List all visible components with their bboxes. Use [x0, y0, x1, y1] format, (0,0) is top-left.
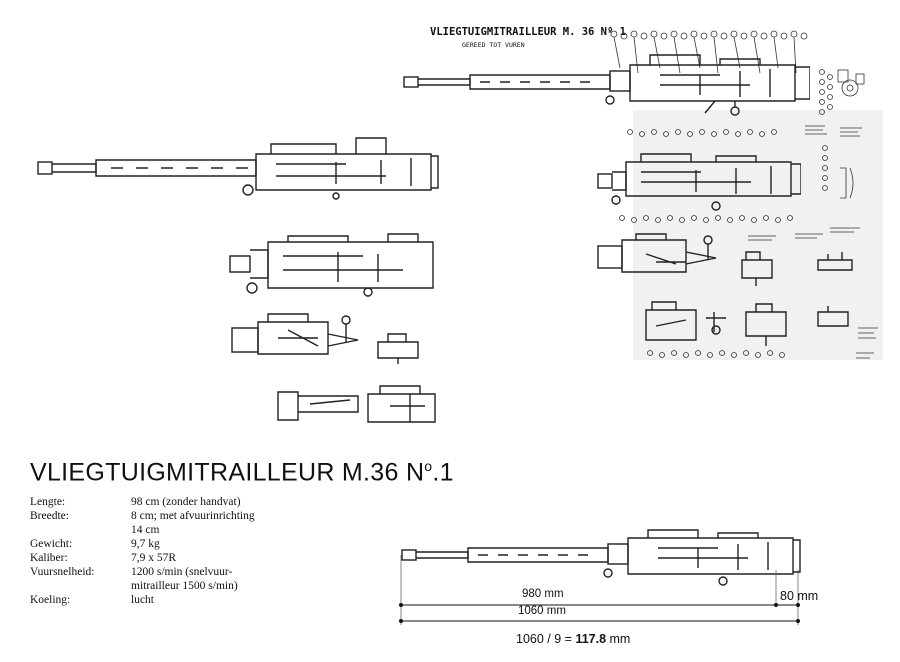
spec-value: 98 cm (zonder handvat)	[131, 496, 241, 508]
dimension-lines	[399, 603, 800, 623]
spec-label: Breedte:	[30, 510, 69, 522]
spec-label: Kaliber:	[30, 552, 68, 564]
sheet-gun-middle	[597, 153, 801, 211]
spec-label: Gewicht:	[30, 538, 73, 550]
spec-value: 1200 s/min (snelvuur-	[131, 566, 233, 578]
reference-sheet	[633, 110, 883, 360]
scale-formula: 1060 / 9 = 117.8 mm	[516, 632, 630, 646]
sheet-title: VLIEGTUIGMITRAILLEUR M. 36 Nº 1	[430, 26, 626, 38]
main-title: VLIEGTUIGMITRAILLEUR M.36 No.1	[30, 458, 454, 487]
total-length-label: 1060 mm	[518, 605, 566, 617]
spec-value: lucht	[131, 594, 154, 606]
sheet-gun-top	[403, 54, 810, 116]
spec-label: Vuursnelheid:	[30, 566, 95, 578]
formula-prefix: 1060 / 9 =	[516, 632, 576, 646]
measured-gun	[400, 529, 801, 625]
formula-unit: mm	[606, 632, 631, 646]
sheet-callout-markers	[610, 30, 878, 359]
spec-value: mitrailleur 1500 s/min)	[131, 580, 238, 592]
stock-length-label: 80 mm	[780, 589, 819, 603]
specs-table: Lengte: 98 cm (zonder handvat) Breedte: …	[30, 496, 290, 616]
left-gun-lock	[277, 385, 436, 423]
main-title-text: VLIEGTUIGMITRAILLEUR M.36 N	[30, 458, 425, 487]
spec-label: Lengte:	[30, 496, 66, 508]
left-gun-breech	[231, 313, 419, 364]
spec-value: 8 cm; met afvuurinrichting	[131, 510, 255, 522]
left-gun-full	[37, 137, 439, 200]
sheet-subtitle: GEREED TOT VUREN	[462, 41, 525, 49]
spec-value: 14 cm	[131, 524, 160, 536]
spec-label: Koeling:	[30, 594, 71, 606]
spec-value: 7,9 x 57R	[131, 552, 177, 564]
spec-value: 9,7 kg	[131, 538, 160, 550]
main-title-number: .1	[432, 458, 454, 487]
left-gun-receiver	[229, 233, 434, 297]
formula-result: 117.8	[575, 632, 607, 646]
sheet-gun-lower	[597, 233, 853, 346]
main-title-superscript: o	[424, 458, 433, 474]
barrel-length-label: 980 mm	[522, 588, 564, 600]
